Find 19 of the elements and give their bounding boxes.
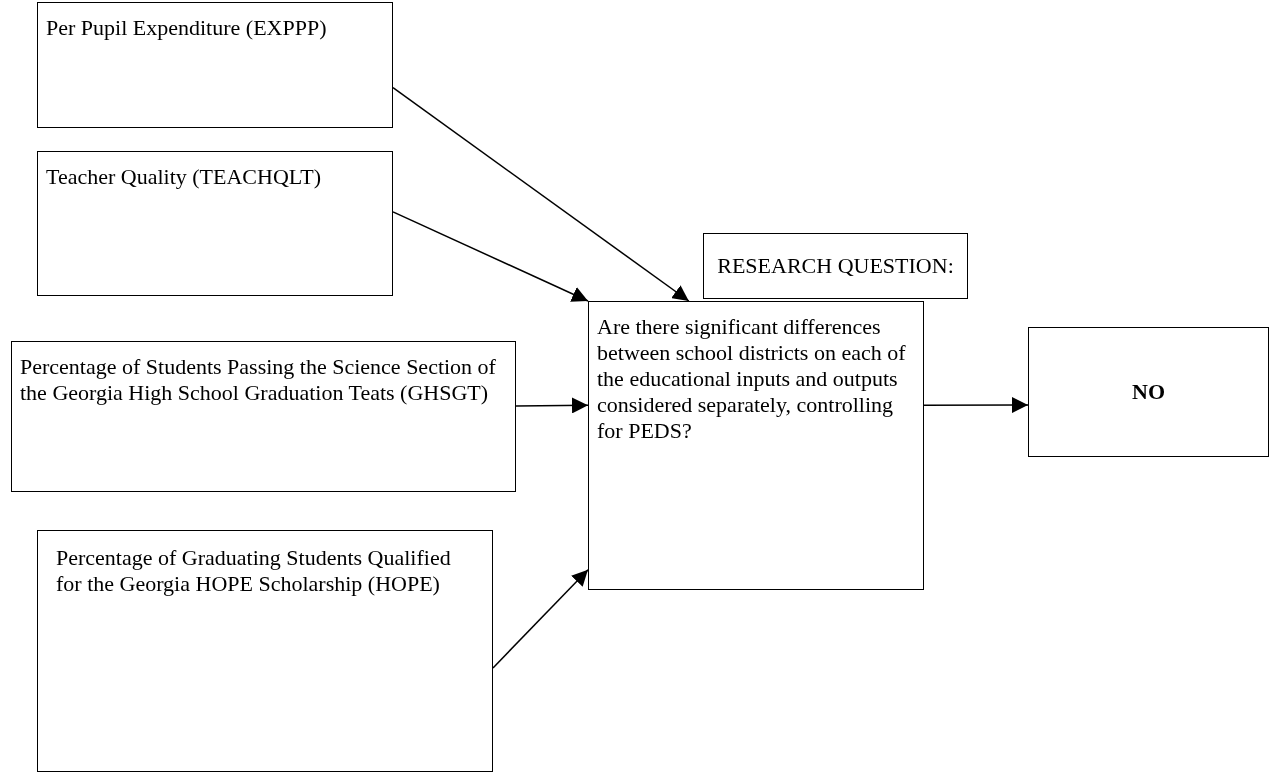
arrow bbox=[515, 397, 589, 414]
text-box bbox=[703, 233, 968, 299]
arrow bbox=[392, 86, 690, 302]
box-label: Are there significant differences between school districts on each of the educational inputs and outputs considered separately, controlling for PEDS? bbox=[597, 314, 907, 444]
text-box bbox=[588, 301, 924, 590]
box-label: Percentage of Students Passing the Science Section of the Georgia High School Graduation Teats (GHSGT) bbox=[20, 354, 497, 406]
arrow bbox=[392, 211, 589, 302]
text-box bbox=[37, 151, 393, 296]
box-label: NO bbox=[1132, 379, 1165, 405]
arrow bbox=[923, 397, 1029, 414]
text-box bbox=[37, 2, 393, 128]
box-label: Teacher Quality (TEACHQLT) bbox=[46, 164, 321, 190]
box-label: Percentage of Graduating Students Qualified for the Georgia HOPE Scholarship (HOPE) bbox=[56, 545, 452, 597]
text-box bbox=[11, 341, 516, 492]
box-label: RESEARCH QUESTION: bbox=[717, 253, 954, 279]
text-box bbox=[37, 530, 493, 772]
text-box bbox=[1028, 327, 1269, 457]
arrow bbox=[492, 569, 589, 669]
box-label: Per Pupil Expenditure (EXPPP) bbox=[46, 15, 327, 41]
